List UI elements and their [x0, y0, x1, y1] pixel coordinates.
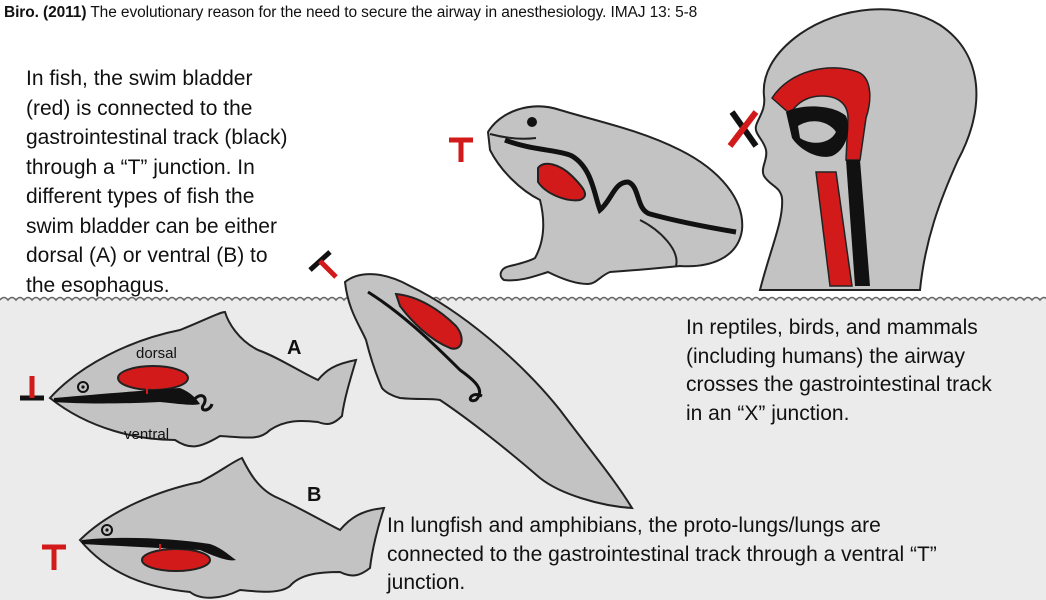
- fish-b-eye: [101, 524, 113, 536]
- frog-mouth: [489, 133, 537, 140]
- lungfish-explanation-text: In lungfish and amphibians, the proto-lu…: [387, 514, 937, 594]
- fish-a-pupil: [81, 385, 85, 389]
- frog-lung: [537, 162, 587, 202]
- human-nasal-airway: [771, 67, 871, 161]
- x-junction-marker-red: [727, 110, 759, 148]
- lungfish-body: [343, 273, 634, 510]
- fish-explanation-text: In fish, the swim bladder (red) is conne…: [26, 67, 288, 297]
- fish-b-pupil: [105, 528, 109, 532]
- citation-text: The evolutionary reason for the need to …: [86, 4, 698, 21]
- human-esophagus: [846, 160, 870, 286]
- human-tongue: [798, 121, 836, 143]
- citation-year: (2011): [43, 4, 87, 21]
- frog-body: [486, 105, 744, 286]
- fish-a-body: [48, 310, 358, 448]
- fish-b-gi-track: [82, 537, 236, 561]
- water-surface-line: [0, 296, 1046, 302]
- fish-a-intestine: [192, 394, 214, 412]
- fish-b-label: B: [307, 484, 322, 506]
- citation-author: Biro.: [4, 4, 39, 21]
- dorsal-label: dorsal: [136, 345, 177, 362]
- lungfish-lung: [394, 292, 463, 350]
- fish-b-swim-bladder: [141, 548, 211, 572]
- fish-a-illustration: [20, 310, 358, 448]
- frog-gi-track: [504, 137, 737, 235]
- frog-leg: [639, 219, 678, 267]
- fish-a-gi-track: [54, 388, 200, 405]
- human-head-illustration: [727, 8, 978, 291]
- human-trachea: [815, 171, 853, 287]
- ventral-label: ventral: [124, 426, 170, 443]
- fish-a-swim-bladder: [117, 365, 189, 391]
- frog-illustration: [449, 105, 744, 286]
- lungfish-gi-track: [367, 290, 483, 403]
- citation: Biro. (2011) The evolutionary reason for…: [4, 4, 697, 22]
- fish-b-illustration: [42, 456, 386, 599]
- lungfish-t-junction-stem: [318, 259, 338, 279]
- fish-a-eye: [77, 381, 89, 393]
- lungfish-illustration: [308, 250, 634, 510]
- fish-a-label: A: [287, 337, 302, 359]
- frog-eye: [527, 117, 537, 127]
- reptiles-explanation-text: In reptiles, birds, and mammals (includi…: [686, 316, 992, 425]
